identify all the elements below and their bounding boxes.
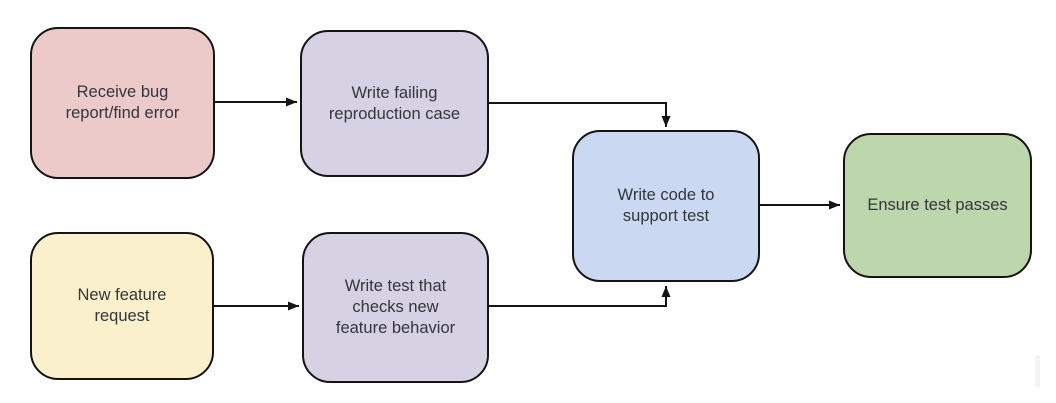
node-label: Ensure test passes <box>867 196 1008 214</box>
node-new-feature-request: New feature request <box>30 232 214 380</box>
node-write-failing-reproduction-case: Write failing reproduction case <box>300 30 489 177</box>
node-label: Receive bug report/find error <box>65 83 180 122</box>
node-label: Write test that checks new feature behav… <box>335 277 456 337</box>
edge-test-to-code <box>489 286 671 307</box>
node-label: Write code to support test <box>617 186 715 225</box>
node-write-code-to-support-test: Write code to support test <box>572 130 760 282</box>
node-ensure-test-passes: Ensure test passes <box>843 133 1032 278</box>
node-receive-bug-report: Receive bug report/find error <box>30 27 215 179</box>
edge-failing-to-code <box>489 102 671 127</box>
scrollbar-thumb[interactable] <box>1035 355 1040 388</box>
node-label: New feature request <box>77 286 167 325</box>
node-label: Write failing reproduction case <box>328 83 461 123</box>
node-write-test-checks-new-feature-behavior: Write test that checks new feature behav… <box>302 232 489 383</box>
